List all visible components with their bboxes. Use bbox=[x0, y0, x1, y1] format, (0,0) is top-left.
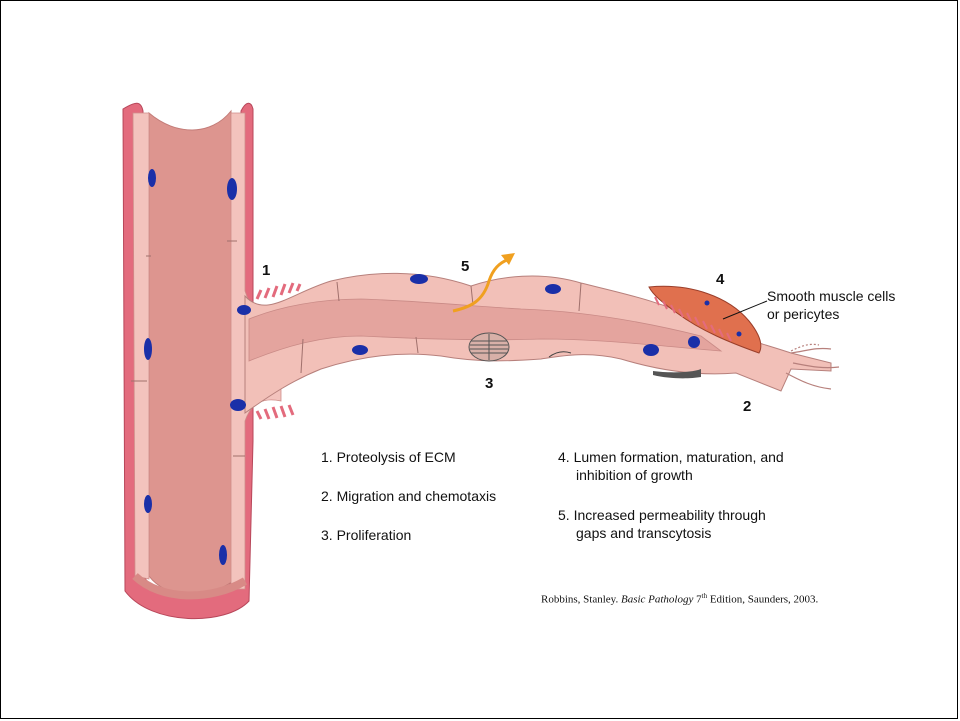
legend-item-4-line-1: 4. Lumen formation, maturation, and bbox=[558, 448, 784, 466]
legend-item-3: 3. Proliferation bbox=[321, 526, 411, 544]
nucleus bbox=[144, 338, 152, 360]
legend-item-1: 1. Proteolysis of ECM bbox=[321, 448, 456, 466]
nucleus bbox=[705, 301, 710, 306]
nucleus bbox=[227, 178, 237, 200]
citation-edition: 7 bbox=[693, 594, 701, 606]
citation-authors: Robbins, Stanley. bbox=[541, 594, 621, 606]
callout-line-2: or pericytes bbox=[767, 305, 895, 323]
legend-item-2: 2. Migration and chemotaxis bbox=[321, 487, 496, 505]
nucleus bbox=[237, 305, 251, 315]
step-number-4: 4 bbox=[716, 271, 724, 288]
legend-item-5-line-2: gaps and transcytosis bbox=[576, 524, 711, 542]
step-number-1: 1 bbox=[262, 262, 270, 279]
nucleus bbox=[643, 344, 659, 356]
nucleus bbox=[144, 495, 152, 513]
step-number-5: 5 bbox=[461, 258, 469, 275]
dividing-cell bbox=[469, 333, 509, 361]
citation-rest: Edition, Saunders, 2003. bbox=[707, 594, 818, 606]
legend-item-5-line-1: 5. Increased permeability through bbox=[558, 506, 766, 524]
nucleus bbox=[230, 399, 246, 411]
step-number-3: 3 bbox=[485, 375, 493, 392]
nucleus bbox=[219, 545, 227, 565]
callout-line-1: Smooth muscle cells bbox=[767, 287, 895, 305]
nucleus bbox=[688, 336, 700, 348]
legend-item-4-line-2: inhibition of growth bbox=[576, 466, 693, 484]
step-number-2: 2 bbox=[743, 398, 751, 415]
citation: Robbins, Stanley. Basic Pathology 7th Ed… bbox=[541, 592, 818, 606]
nucleus bbox=[737, 332, 742, 337]
citation-title: Basic Pathology bbox=[621, 594, 693, 606]
nucleus bbox=[545, 284, 561, 294]
nucleus bbox=[352, 345, 368, 355]
proteolysis-marks-bottom bbox=[257, 405, 293, 419]
nucleus bbox=[148, 169, 156, 187]
nucleus bbox=[410, 274, 428, 284]
vessel-lumen bbox=[149, 111, 233, 595]
smooth-muscle-callout: Smooth muscle cells or pericytes bbox=[767, 287, 895, 323]
